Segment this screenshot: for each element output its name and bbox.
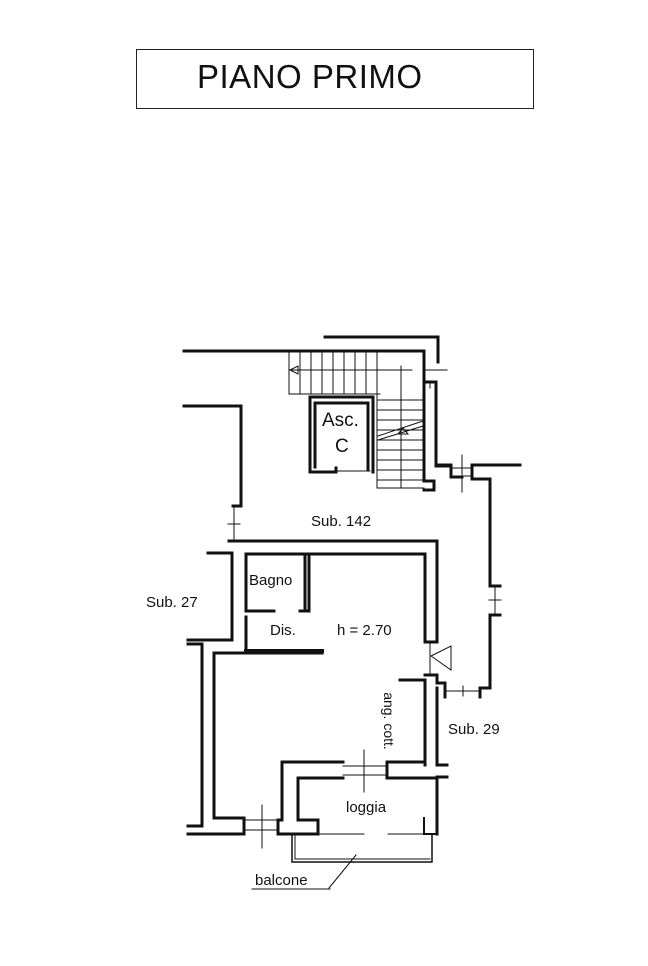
- label-sub-27: Sub. 27: [146, 594, 198, 611]
- label-height: h = 2.70: [337, 622, 392, 639]
- elevator-label: Asc.: [322, 410, 359, 431]
- title-box: PIANO PRIMO: [136, 49, 534, 109]
- label-ang-cott: ang. cott.: [380, 692, 397, 750]
- label-sub-142: Sub. 142: [311, 513, 372, 530]
- label-loggia: loggia: [346, 799, 387, 816]
- label-balcone: balcone: [255, 872, 308, 889]
- label-sub-29: Sub. 29: [448, 721, 500, 738]
- elevator-id: C: [335, 436, 349, 457]
- label-bagno: Bagno: [249, 572, 293, 589]
- label-dis: Dis.: [270, 622, 296, 639]
- page-title: PIANO PRIMO: [197, 58, 423, 95]
